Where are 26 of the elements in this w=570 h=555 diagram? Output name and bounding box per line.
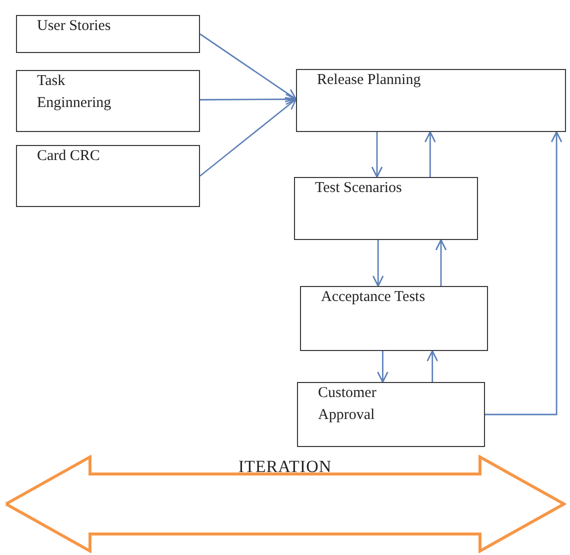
arrow (372, 240, 384, 287)
arrow (200, 94, 297, 105)
arrow (485, 131, 562, 416)
box-label: Card CRC (37, 147, 101, 166)
process-box (300, 286, 488, 351)
process-box (294, 177, 478, 240)
box-label: Task Enginnering (37, 72, 112, 113)
double-arrow (4, 455, 566, 553)
process-box (297, 382, 485, 447)
process-box (296, 69, 566, 132)
arrow (435, 239, 447, 286)
arrow (200, 98, 297, 177)
process-box (16, 15, 200, 53)
process-box (16, 145, 200, 207)
arrow-label: ITERATION (237, 456, 333, 478)
process-box (16, 70, 200, 132)
box-label: Release Planning (317, 71, 422, 90)
arrow (200, 33, 297, 100)
box-label: User Stories (37, 17, 112, 36)
arrow (377, 351, 388, 383)
arrow (426, 350, 438, 382)
box-label: Acceptance Tests (321, 288, 426, 307)
box-label: Customer Approval (318, 384, 378, 425)
box-label: Test Scenarios (315, 179, 403, 198)
arrow (371, 132, 383, 178)
arrow (424, 131, 436, 177)
